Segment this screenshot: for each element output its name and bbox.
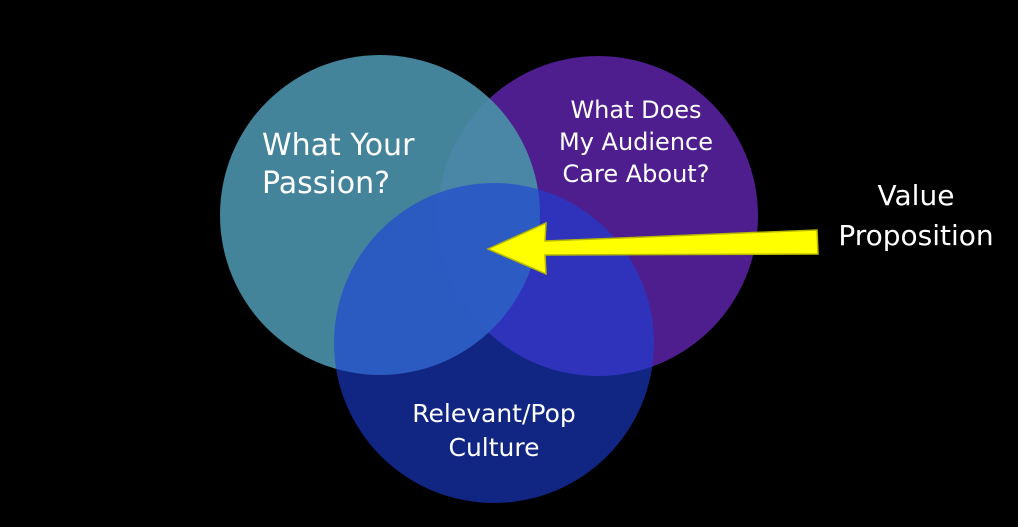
arrow-icon [486,221,819,276]
value-proposition-line-1: Value [878,179,955,212]
audience-label: What Does My Audience Care About? [559,96,713,188]
culture-label-line-1: Relevant/Pop [412,399,576,428]
passion-label-line-2: Passion? [262,166,390,201]
culture-label: Relevant/Pop Culture [412,399,576,462]
value-proposition-line-2: Proposition [838,219,993,252]
circles-group [220,55,758,503]
passion-label: What Your Passion? [262,128,415,201]
culture-label-line-2: Culture [448,433,539,462]
culture-circle [334,183,654,503]
passion-label-line-1: What Your [262,128,415,163]
value-proposition-label: Value Proposition [838,179,993,252]
value-proposition-arrow [486,221,819,276]
audience-label-line-1: What Does [570,96,701,124]
audience-label-line-2: My Audience [559,128,713,156]
audience-label-line-3: Care About? [563,160,710,188]
